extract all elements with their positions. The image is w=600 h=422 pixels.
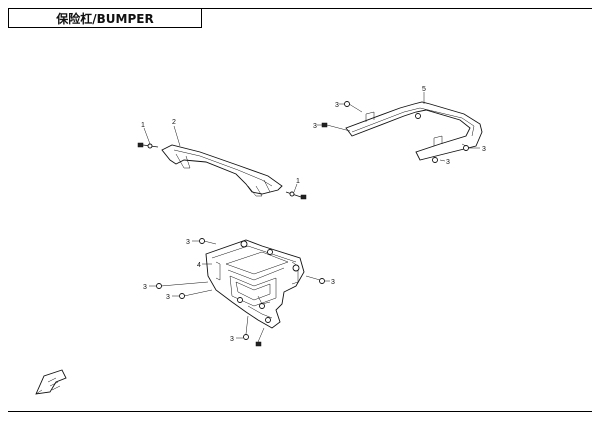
callout-3-rear-4: 3: [482, 146, 486, 153]
bolt-bracket-6: [255, 327, 265, 347]
page-title: 保险杠/BUMPER: [8, 8, 202, 28]
bolt-rear-3: [432, 157, 438, 163]
front-bumper-bar: [161, 144, 283, 197]
leader-1a: [143, 127, 151, 145]
callout-3-bracket-2: 3: [143, 284, 147, 291]
leader-3c: [439, 159, 446, 162]
callout-1-front-left: 1: [141, 122, 145, 129]
callout-3-rear-2: 3: [313, 123, 317, 130]
bolt-bracket-5: [243, 315, 249, 340]
bolt-bracket-4: [305, 275, 325, 284]
bolt-rear-4: [461, 143, 469, 151]
bolt-bracket-2: [156, 281, 209, 289]
bolt-bracket-3: [179, 289, 213, 299]
leader-1b: [293, 183, 298, 193]
callout-1-front-right: 1: [296, 178, 300, 185]
bolt-bracket-1: [199, 238, 217, 245]
bolt-front-right: [285, 191, 307, 200]
callout-3-bracket-4: 3: [331, 279, 335, 286]
callout-3-bracket-5: 3: [230, 336, 234, 343]
top-border: [8, 8, 592, 9]
bottom-border: [8, 411, 592, 412]
front-direction-arrow-icon: [35, 369, 67, 395]
callout-3-bracket-3: 3: [166, 294, 170, 301]
callout-3-rear-1: 3: [335, 102, 339, 109]
bolt-front-left: [137, 142, 159, 149]
callout-3-bracket-1: 3: [186, 239, 190, 246]
rear-bumper-bar: [345, 101, 483, 161]
callout-2: 2: [172, 119, 176, 126]
front-bracket-assembly: [205, 239, 305, 329]
leader-2: [173, 125, 181, 147]
callout-3-rear-3: 3: [446, 159, 450, 166]
callout-5: 5: [422, 86, 426, 93]
bolt-rear-2: [321, 122, 351, 132]
callout-4: 4: [197, 262, 201, 269]
bolt-rear-1: [344, 101, 363, 113]
